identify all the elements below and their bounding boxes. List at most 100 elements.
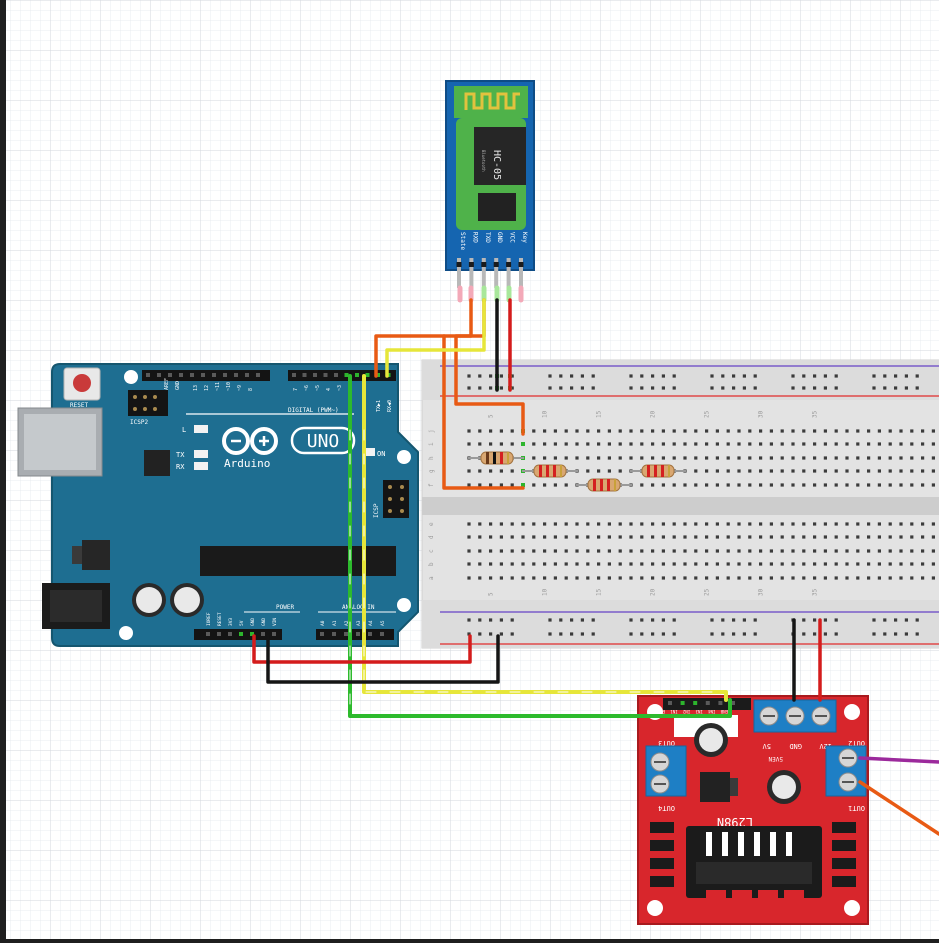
breadboard-hole[interactable] bbox=[478, 522, 482, 526]
breadboard-hole[interactable] bbox=[705, 456, 709, 460]
breadboard-hole[interactable] bbox=[823, 522, 827, 526]
breadboard-hole[interactable] bbox=[715, 549, 719, 553]
breadboard-hole[interactable] bbox=[888, 549, 892, 553]
breadboard-hole[interactable] bbox=[478, 483, 482, 487]
rail-hole[interactable] bbox=[872, 374, 876, 378]
breadboard-hole[interactable] bbox=[575, 522, 579, 526]
breadboard-hole[interactable] bbox=[813, 483, 817, 487]
breadboard-hole[interactable] bbox=[510, 562, 514, 566]
rail-hole[interactable] bbox=[813, 618, 817, 622]
breadboard-hole[interactable] bbox=[813, 442, 817, 446]
breadboard-hole[interactable] bbox=[888, 535, 892, 539]
rail-hole[interactable] bbox=[478, 618, 482, 622]
breadboard-hole[interactable] bbox=[823, 456, 827, 460]
breadboard-hole[interactable] bbox=[748, 562, 752, 566]
breadboard-hole[interactable] bbox=[510, 483, 514, 487]
breadboard-hole[interactable] bbox=[597, 469, 601, 473]
rail-hole[interactable] bbox=[872, 632, 876, 636]
breadboard-hole[interactable] bbox=[499, 429, 503, 433]
breadboard-hole[interactable] bbox=[910, 535, 914, 539]
breadboard-hole[interactable] bbox=[715, 522, 719, 526]
header-pin[interactable] bbox=[223, 373, 227, 377]
breadboard-hole[interactable] bbox=[499, 442, 503, 446]
breadboard-hole[interactable] bbox=[683, 576, 687, 580]
breadboard-hole[interactable] bbox=[478, 442, 482, 446]
breadboard-hole[interactable] bbox=[856, 549, 860, 553]
rail-hole[interactable] bbox=[834, 386, 838, 390]
rail-hole[interactable] bbox=[721, 618, 725, 622]
rail-hole[interactable] bbox=[834, 374, 838, 378]
breadboard-hole[interactable] bbox=[694, 469, 698, 473]
breadboard-hole[interactable] bbox=[899, 442, 903, 446]
breadboard-hole[interactable] bbox=[661, 483, 665, 487]
breadboard-hole[interactable] bbox=[921, 562, 925, 566]
breadboard-hole[interactable] bbox=[737, 429, 741, 433]
breadboard-hole[interactable] bbox=[694, 442, 698, 446]
breadboard-hole[interactable] bbox=[931, 535, 935, 539]
breadboard-hole[interactable] bbox=[575, 535, 579, 539]
breadboard-hole[interactable] bbox=[543, 456, 547, 460]
breadboard-hole[interactable] bbox=[618, 535, 622, 539]
breadboard-hole[interactable] bbox=[629, 429, 633, 433]
breadboard-hole[interactable] bbox=[543, 562, 547, 566]
breadboard-hole[interactable] bbox=[597, 562, 601, 566]
breadboard-hole[interactable] bbox=[910, 562, 914, 566]
breadboard-hole[interactable] bbox=[823, 549, 827, 553]
breadboard-hole[interactable] bbox=[813, 535, 817, 539]
breadboard-hole[interactable] bbox=[845, 562, 849, 566]
header-pin[interactable] bbox=[355, 373, 359, 377]
breadboard-hole[interactable] bbox=[478, 549, 482, 553]
header-pin[interactable] bbox=[256, 373, 260, 377]
breadboard-hole[interactable] bbox=[683, 483, 687, 487]
rail-hole[interactable] bbox=[640, 632, 644, 636]
breadboard-hole[interactable] bbox=[823, 429, 827, 433]
breadboard-hole[interactable] bbox=[845, 576, 849, 580]
breadboard-hole[interactable] bbox=[694, 483, 698, 487]
breadboard-hole[interactable] bbox=[597, 442, 601, 446]
breadboard-hole[interactable] bbox=[683, 535, 687, 539]
breadboard-hole[interactable] bbox=[780, 562, 784, 566]
breadboard-hole[interactable] bbox=[618, 562, 622, 566]
rail-hole[interactable] bbox=[732, 386, 736, 390]
breadboard-hole[interactable] bbox=[672, 483, 676, 487]
breadboard-hole[interactable] bbox=[586, 562, 590, 566]
header-pin[interactable] bbox=[179, 373, 183, 377]
breadboard-hole[interactable] bbox=[867, 562, 871, 566]
rail-hole[interactable] bbox=[883, 632, 887, 636]
breadboard-hole[interactable] bbox=[856, 469, 860, 473]
breadboard-hole[interactable] bbox=[543, 442, 547, 446]
rail-hole[interactable] bbox=[661, 618, 665, 622]
breadboard-hole[interactable] bbox=[553, 535, 557, 539]
breadboard-hole[interactable] bbox=[510, 576, 514, 580]
breadboard-hole[interactable] bbox=[586, 549, 590, 553]
breadboard-hole[interactable] bbox=[640, 562, 644, 566]
breadboard-hole[interactable] bbox=[726, 576, 730, 580]
breadboard-hole[interactable] bbox=[780, 429, 784, 433]
breadboard-hole[interactable] bbox=[694, 456, 698, 460]
breadboard-hole[interactable] bbox=[845, 522, 849, 526]
header-pin[interactable] bbox=[245, 373, 249, 377]
breadboard-hole[interactable] bbox=[640, 483, 644, 487]
breadboard-hole[interactable] bbox=[921, 549, 925, 553]
wire-motor-a[interactable] bbox=[858, 756, 939, 764]
breadboard-hole[interactable] bbox=[769, 562, 773, 566]
rail-hole[interactable] bbox=[570, 374, 574, 378]
breadboard-hole[interactable] bbox=[834, 469, 838, 473]
breadboard-hole[interactable] bbox=[759, 535, 763, 539]
breadboard-hole[interactable] bbox=[910, 442, 914, 446]
header-pin[interactable] bbox=[201, 373, 205, 377]
rail-hole[interactable] bbox=[478, 374, 482, 378]
rail-hole[interactable] bbox=[570, 618, 574, 622]
header-pin[interactable] bbox=[250, 632, 254, 636]
breadboard-hole[interactable] bbox=[597, 535, 601, 539]
breadboard-hole[interactable] bbox=[726, 549, 730, 553]
breadboard-hole[interactable] bbox=[651, 456, 655, 460]
breadboard-hole[interactable] bbox=[877, 522, 881, 526]
breadboard-hole[interactable] bbox=[769, 576, 773, 580]
breadboard-hole[interactable] bbox=[586, 456, 590, 460]
breadboard-hole[interactable] bbox=[780, 576, 784, 580]
breadboard-hole[interactable] bbox=[921, 469, 925, 473]
breadboard-hole[interactable] bbox=[575, 429, 579, 433]
rail-hole[interactable] bbox=[640, 374, 644, 378]
breadboard-hole[interactable] bbox=[532, 549, 536, 553]
